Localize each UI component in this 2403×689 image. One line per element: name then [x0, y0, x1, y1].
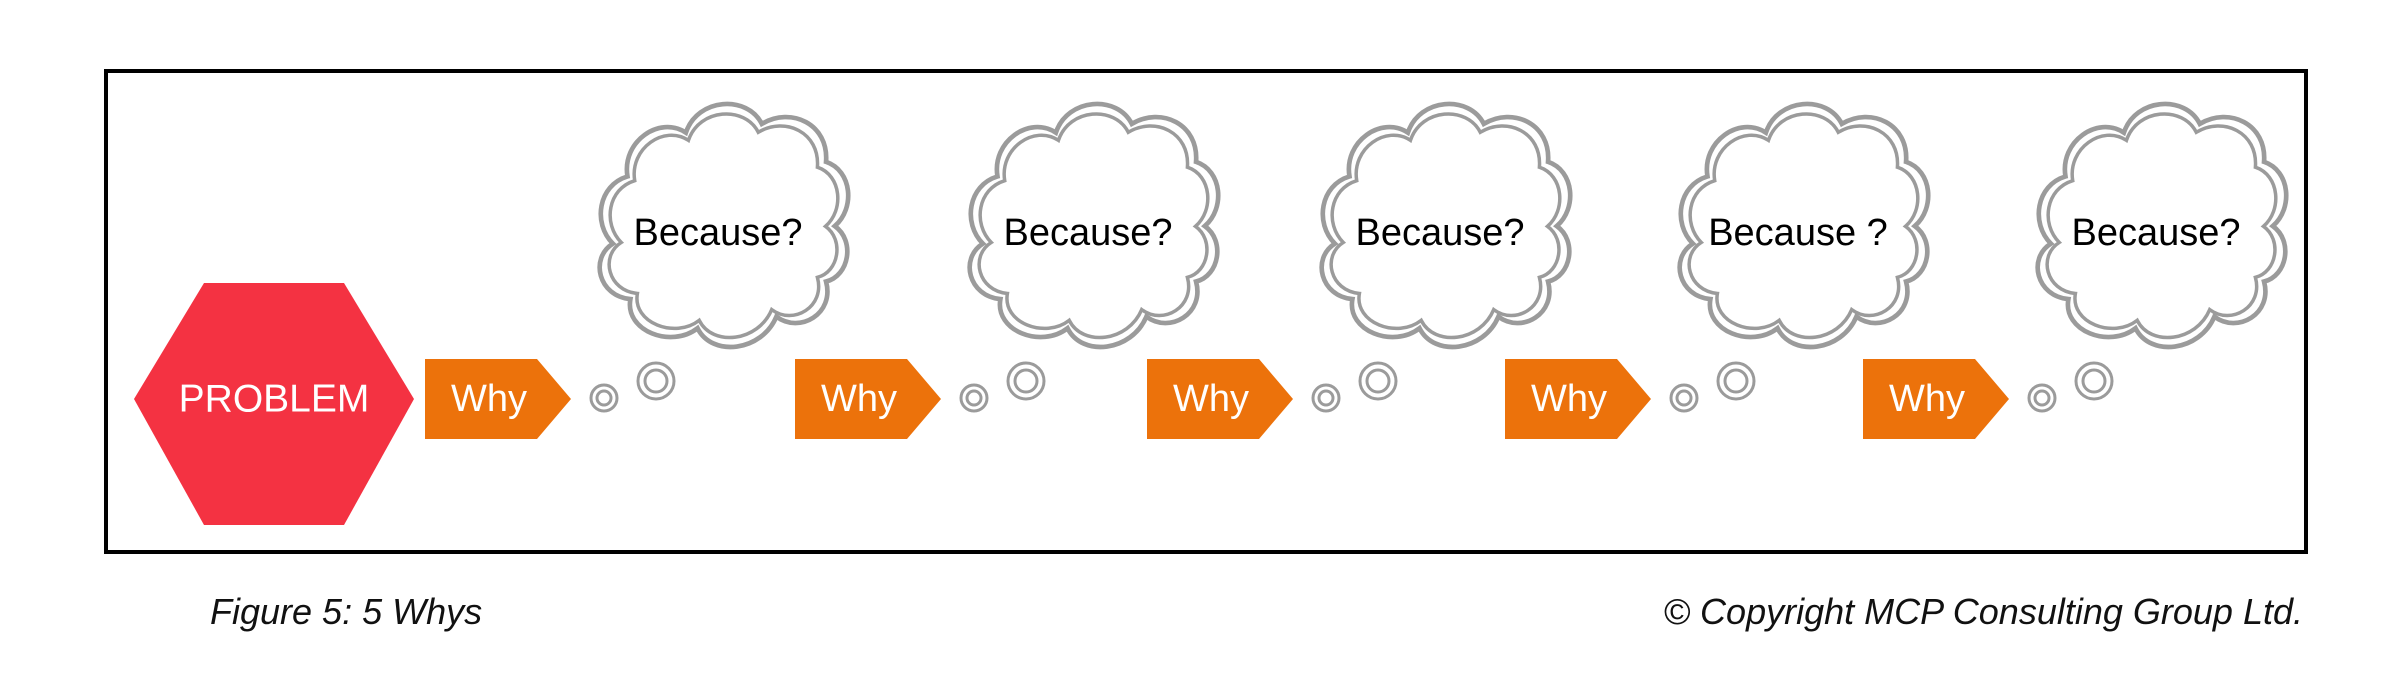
why-label: Why — [451, 378, 527, 420]
because-label: Because? — [1003, 212, 1172, 254]
figure-caption: Figure 5: 5 Whys — [210, 591, 483, 632]
because-label: Because ? — [1708, 212, 1888, 254]
why-arrow — [1505, 359, 1651, 439]
thought-dot-small — [2027, 383, 2057, 413]
thought-dot-large — [1006, 361, 1046, 401]
thought-dot-small — [1669, 383, 1699, 413]
copyright-notice: © Copyright MCP Consulting Group Ltd. — [1663, 591, 2303, 632]
why-because-steps: Why Because? Why Because? Why Because? Why Beca… — [425, 104, 2286, 439]
why-label: Why — [1889, 378, 1965, 420]
why-label: Why — [821, 378, 897, 420]
why-label: Why — [1531, 378, 1607, 420]
thought-dot-large — [636, 361, 676, 401]
thought-dot-large — [2074, 361, 2114, 401]
why-step: Why Because? — [1863, 104, 2286, 439]
why-step: Why Because? — [795, 104, 1218, 439]
why-arrow — [1863, 359, 2009, 439]
thought-dot-large — [1716, 361, 1756, 401]
why-step: Why Because ? — [1505, 104, 1928, 439]
thought-dot-large — [1358, 361, 1398, 401]
why-arrow — [1147, 359, 1293, 439]
why-arrow — [425, 359, 571, 439]
why-label: Why — [1173, 378, 1249, 420]
why-step: Why Because? — [425, 104, 848, 439]
why-step: Why Because? — [1147, 104, 1570, 439]
because-label: Because? — [2071, 212, 2240, 254]
because-label: Because? — [633, 212, 802, 254]
thought-dot-small — [1311, 383, 1341, 413]
problem-hexagon — [134, 283, 414, 525]
why-arrow — [795, 359, 941, 439]
problem-label: PROBLEM — [179, 377, 370, 420]
thought-dot-small — [959, 383, 989, 413]
because-label: Because? — [1355, 212, 1524, 254]
thought-dot-small — [589, 383, 619, 413]
diagram-frame — [104, 69, 2308, 554]
